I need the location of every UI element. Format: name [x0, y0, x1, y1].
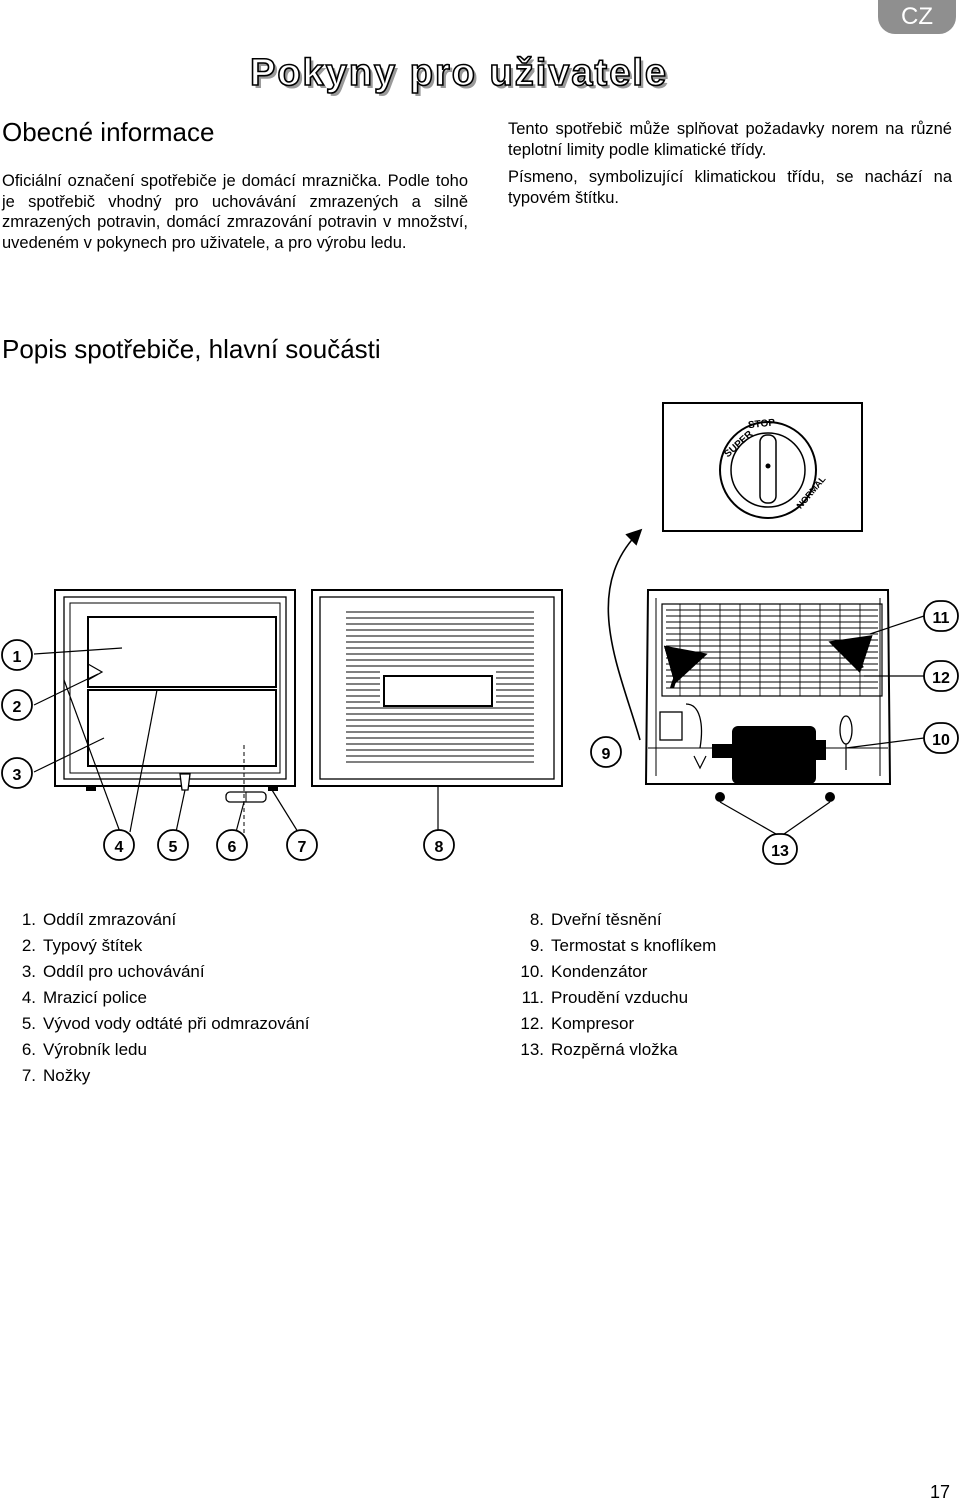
- svg-text:2: 2: [13, 699, 22, 716]
- callout-11: 11: [923, 600, 959, 632]
- legend-item: 5.Vývod vody odtáté při odmrazování: [21, 1014, 310, 1033]
- callout-5: 5: [157, 829, 189, 861]
- svg-text:9: 9: [602, 746, 611, 763]
- svg-text:11: 11: [933, 610, 950, 627]
- svg-text:1: 1: [13, 649, 22, 666]
- callout-7: 7: [286, 829, 318, 861]
- legend-item: 11.Proudění vzduchu: [521, 988, 689, 1007]
- svg-text:13: 13: [771, 843, 789, 860]
- svg-text:6: 6: [228, 839, 237, 856]
- back-view: [644, 589, 892, 802]
- door-view: [311, 589, 563, 787]
- callout-4: 4: [103, 829, 135, 861]
- callout-6: 6: [216, 829, 248, 861]
- callout-13: 13: [762, 833, 798, 865]
- language-badge: CZ: [878, 0, 956, 34]
- legend-item: 3.Oddíl pro uchovávání: [21, 962, 205, 981]
- thermostat-arrow: [607, 528, 643, 741]
- callout-9: 9: [590, 736, 622, 768]
- page-title: Pokyny pro uživatele: [249, 51, 669, 95]
- legend-item: 13.Rozpěrná vložka: [520, 1040, 678, 1059]
- legend-right-column: 8.Dveřní těsnění 9.Termostat s knoflíkem…: [508, 907, 716, 1063]
- callout-3: 3: [1, 757, 33, 789]
- callout-2: 2: [1, 689, 33, 721]
- legend-item: 4.Mrazicí police: [21, 988, 147, 1007]
- svg-text:10: 10: [932, 732, 950, 749]
- svg-text:4: 4: [115, 839, 124, 856]
- legend-item: 2.Typový štítek: [21, 936, 143, 955]
- general-info-paragraph: Oficiální označení spotřebiče je domácí …: [2, 172, 468, 252]
- appliance-diagram: SUPER STOP NORMAL: [1, 402, 959, 865]
- legend-item: 8.Dveřní těsnění: [529, 910, 662, 929]
- legend-item: 10.Kondenzátor: [520, 962, 648, 981]
- climate-class-paragraph: Tento spotřebič může splňovat požadavky …: [508, 120, 952, 159]
- rating-plate-paragraph: Písmeno, symbolizující klimatickou třídu…: [508, 168, 952, 207]
- legend-item: 9.Termostat s knoflíkem: [529, 936, 717, 955]
- section-heading-description: Popis spotřebiče, hlavní součásti: [2, 334, 381, 364]
- legend-item: 12.Kompresor: [520, 1014, 635, 1033]
- legend-item: 1.Oddíl zmrazování: [21, 910, 177, 929]
- svg-text:3: 3: [13, 767, 22, 784]
- page-number: 17: [929, 1482, 950, 1502]
- svg-text:12: 12: [932, 670, 950, 687]
- legend-item: 7.Nožky: [21, 1066, 91, 1085]
- callout-10: 10: [923, 722, 959, 754]
- svg-text:5: 5: [169, 839, 178, 856]
- leader-lines: [33, 615, 925, 835]
- thermostat-detail: SUPER STOP NORMAL: [662, 402, 863, 532]
- callout-12: 12: [923, 660, 959, 692]
- front-view: [54, 589, 296, 845]
- callout-1: 1: [1, 639, 33, 671]
- section-heading-general: Obecné informace: [2, 117, 215, 147]
- legend-item: 6.Výrobník ledu: [21, 1040, 147, 1059]
- dial-label-stop: STOP: [748, 417, 776, 431]
- legend-left-column: 1.Oddíl zmrazování 2.Typový štítek 3.Odd…: [0, 907, 310, 1089]
- svg-text:7: 7: [298, 839, 307, 856]
- callout-8: 8: [423, 829, 455, 861]
- svg-text:8: 8: [435, 839, 444, 856]
